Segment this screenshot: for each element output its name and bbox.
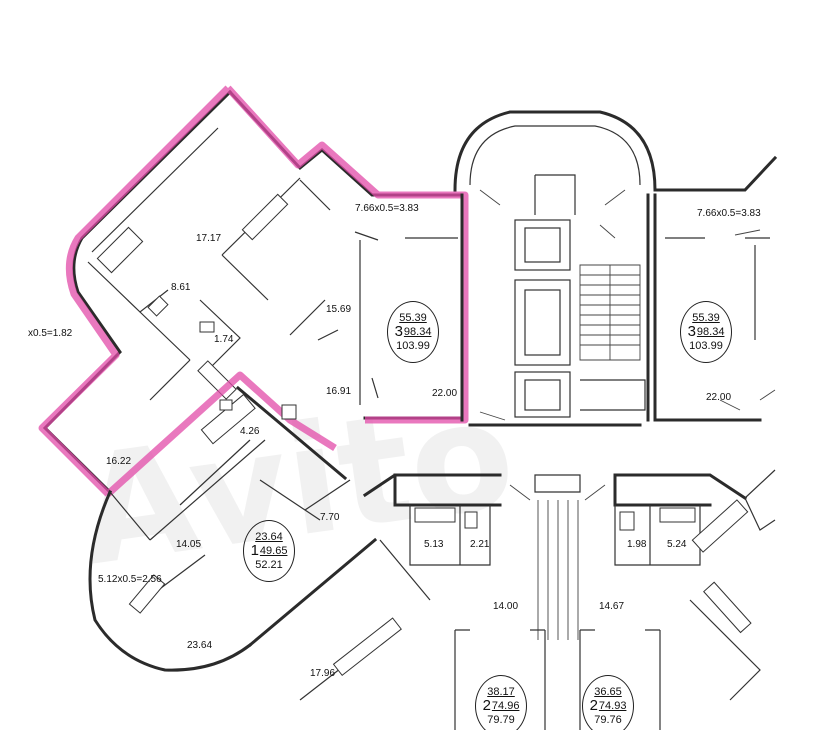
room-area-label: 14.67	[599, 601, 625, 612]
room-area-label: 4.26	[240, 426, 260, 437]
apartment-room-count: 1	[250, 541, 259, 559]
room-area-label: 22.00	[432, 388, 458, 399]
apartment-room-count: 2	[482, 696, 491, 714]
apartment-total-area: 49.65	[259, 544, 288, 557]
apartment-room-count: 3	[687, 322, 696, 340]
apartment-living-area: 55.39	[692, 311, 720, 324]
apartment-3-room-left-walls	[42, 89, 464, 495]
room-area-label: 16.22	[106, 456, 132, 467]
apartment-total-with-balcony: 103.99	[396, 340, 430, 353]
room-area-label: 23.64	[187, 640, 213, 651]
apartment-living-area: 23.64	[255, 530, 283, 543]
room-area-label: 17.96	[310, 668, 336, 679]
apartment-living-area: 55.39	[399, 311, 427, 324]
apartment-room-count: 2	[589, 696, 598, 714]
room-area-label: 5.24	[667, 539, 687, 550]
apartment-room-count: 3	[394, 322, 403, 340]
apartment-3-room-right-walls	[653, 155, 778, 422]
apartment-2-room-walls	[362, 469, 776, 730]
balcony-area-label: 7.66x0.5=3.83	[697, 208, 761, 219]
highlighted-apartment-outline	[38, 85, 469, 497]
room-area-label: 17.17	[196, 233, 222, 244]
room-area-label: 7.70	[320, 512, 340, 523]
room-area-label: 8.61	[171, 282, 191, 293]
room-area-label: 16.91	[326, 386, 352, 397]
apartment-total-area: 98.34	[696, 325, 725, 338]
balcony-area-label: x0.5=1.82	[28, 328, 73, 339]
apartment-total-with-balcony: 103.99	[689, 340, 723, 353]
room-area-label: 14.05	[176, 539, 202, 550]
room-area-label: 1.74	[214, 334, 234, 345]
room-area-label: 14.00	[493, 601, 519, 612]
apartment-1-room-walls	[88, 385, 431, 701]
balcony-area-label: 7.66x0.5=3.83	[355, 203, 419, 214]
apartment-total-area: 74.93	[598, 699, 627, 712]
apartment-total-area: 98.34	[403, 325, 432, 338]
room-area-label: 5.13	[424, 539, 444, 550]
room-area-label: 1.98	[627, 539, 647, 550]
apartment-living-area: 38.17	[487, 685, 515, 698]
apartment-total-with-balcony: 79.79	[487, 714, 515, 727]
apartment-total-with-balcony: 79.76	[594, 714, 622, 727]
stair-lift-core	[453, 110, 657, 640]
room-area-label: 2.21	[470, 539, 490, 550]
balcony-area-label: 5.12x0.5=2.56	[98, 574, 162, 585]
apartment-total-with-balcony: 52.21	[255, 559, 283, 572]
apartment-living-area: 36.65	[594, 685, 622, 698]
room-area-label: 15.69	[326, 304, 352, 315]
room-area-label: 22.00	[706, 392, 732, 403]
apartment-total-area: 74.96	[491, 699, 520, 712]
